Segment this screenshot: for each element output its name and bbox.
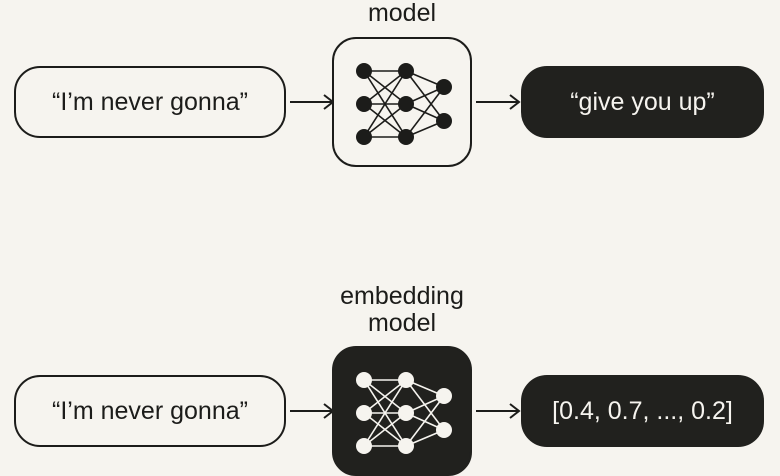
input-pill: “I’m never gonna” [14, 66, 286, 138]
embedding-vector-text: [0.4, 0.7, ..., 0.2] [552, 396, 733, 425]
model-box [332, 37, 472, 167]
input-pill: “I’m never gonna” [14, 375, 286, 447]
model-label-line: model [367, 0, 437, 27]
arrow-icon [290, 403, 335, 419]
arrow-icon [476, 94, 521, 110]
embedding-model-label: embedding model [312, 283, 492, 337]
model-label: model [332, 0, 472, 27]
arrow-icon [290, 94, 335, 110]
model-label-line: model [367, 309, 437, 337]
embedding-model-box [332, 346, 472, 476]
output-text: “give you up” [570, 87, 715, 116]
input-text: “I’m never gonna” [52, 87, 248, 116]
output-pill: [0.4, 0.7, ..., 0.2] [521, 375, 764, 447]
neural-network-icon [356, 372, 452, 454]
output-pill: “give you up” [521, 66, 764, 138]
input-text: “I’m never gonna” [52, 396, 248, 425]
model-label-line: embedding [340, 282, 464, 310]
arrow-icon [476, 403, 521, 419]
neural-network-icon [356, 63, 452, 145]
